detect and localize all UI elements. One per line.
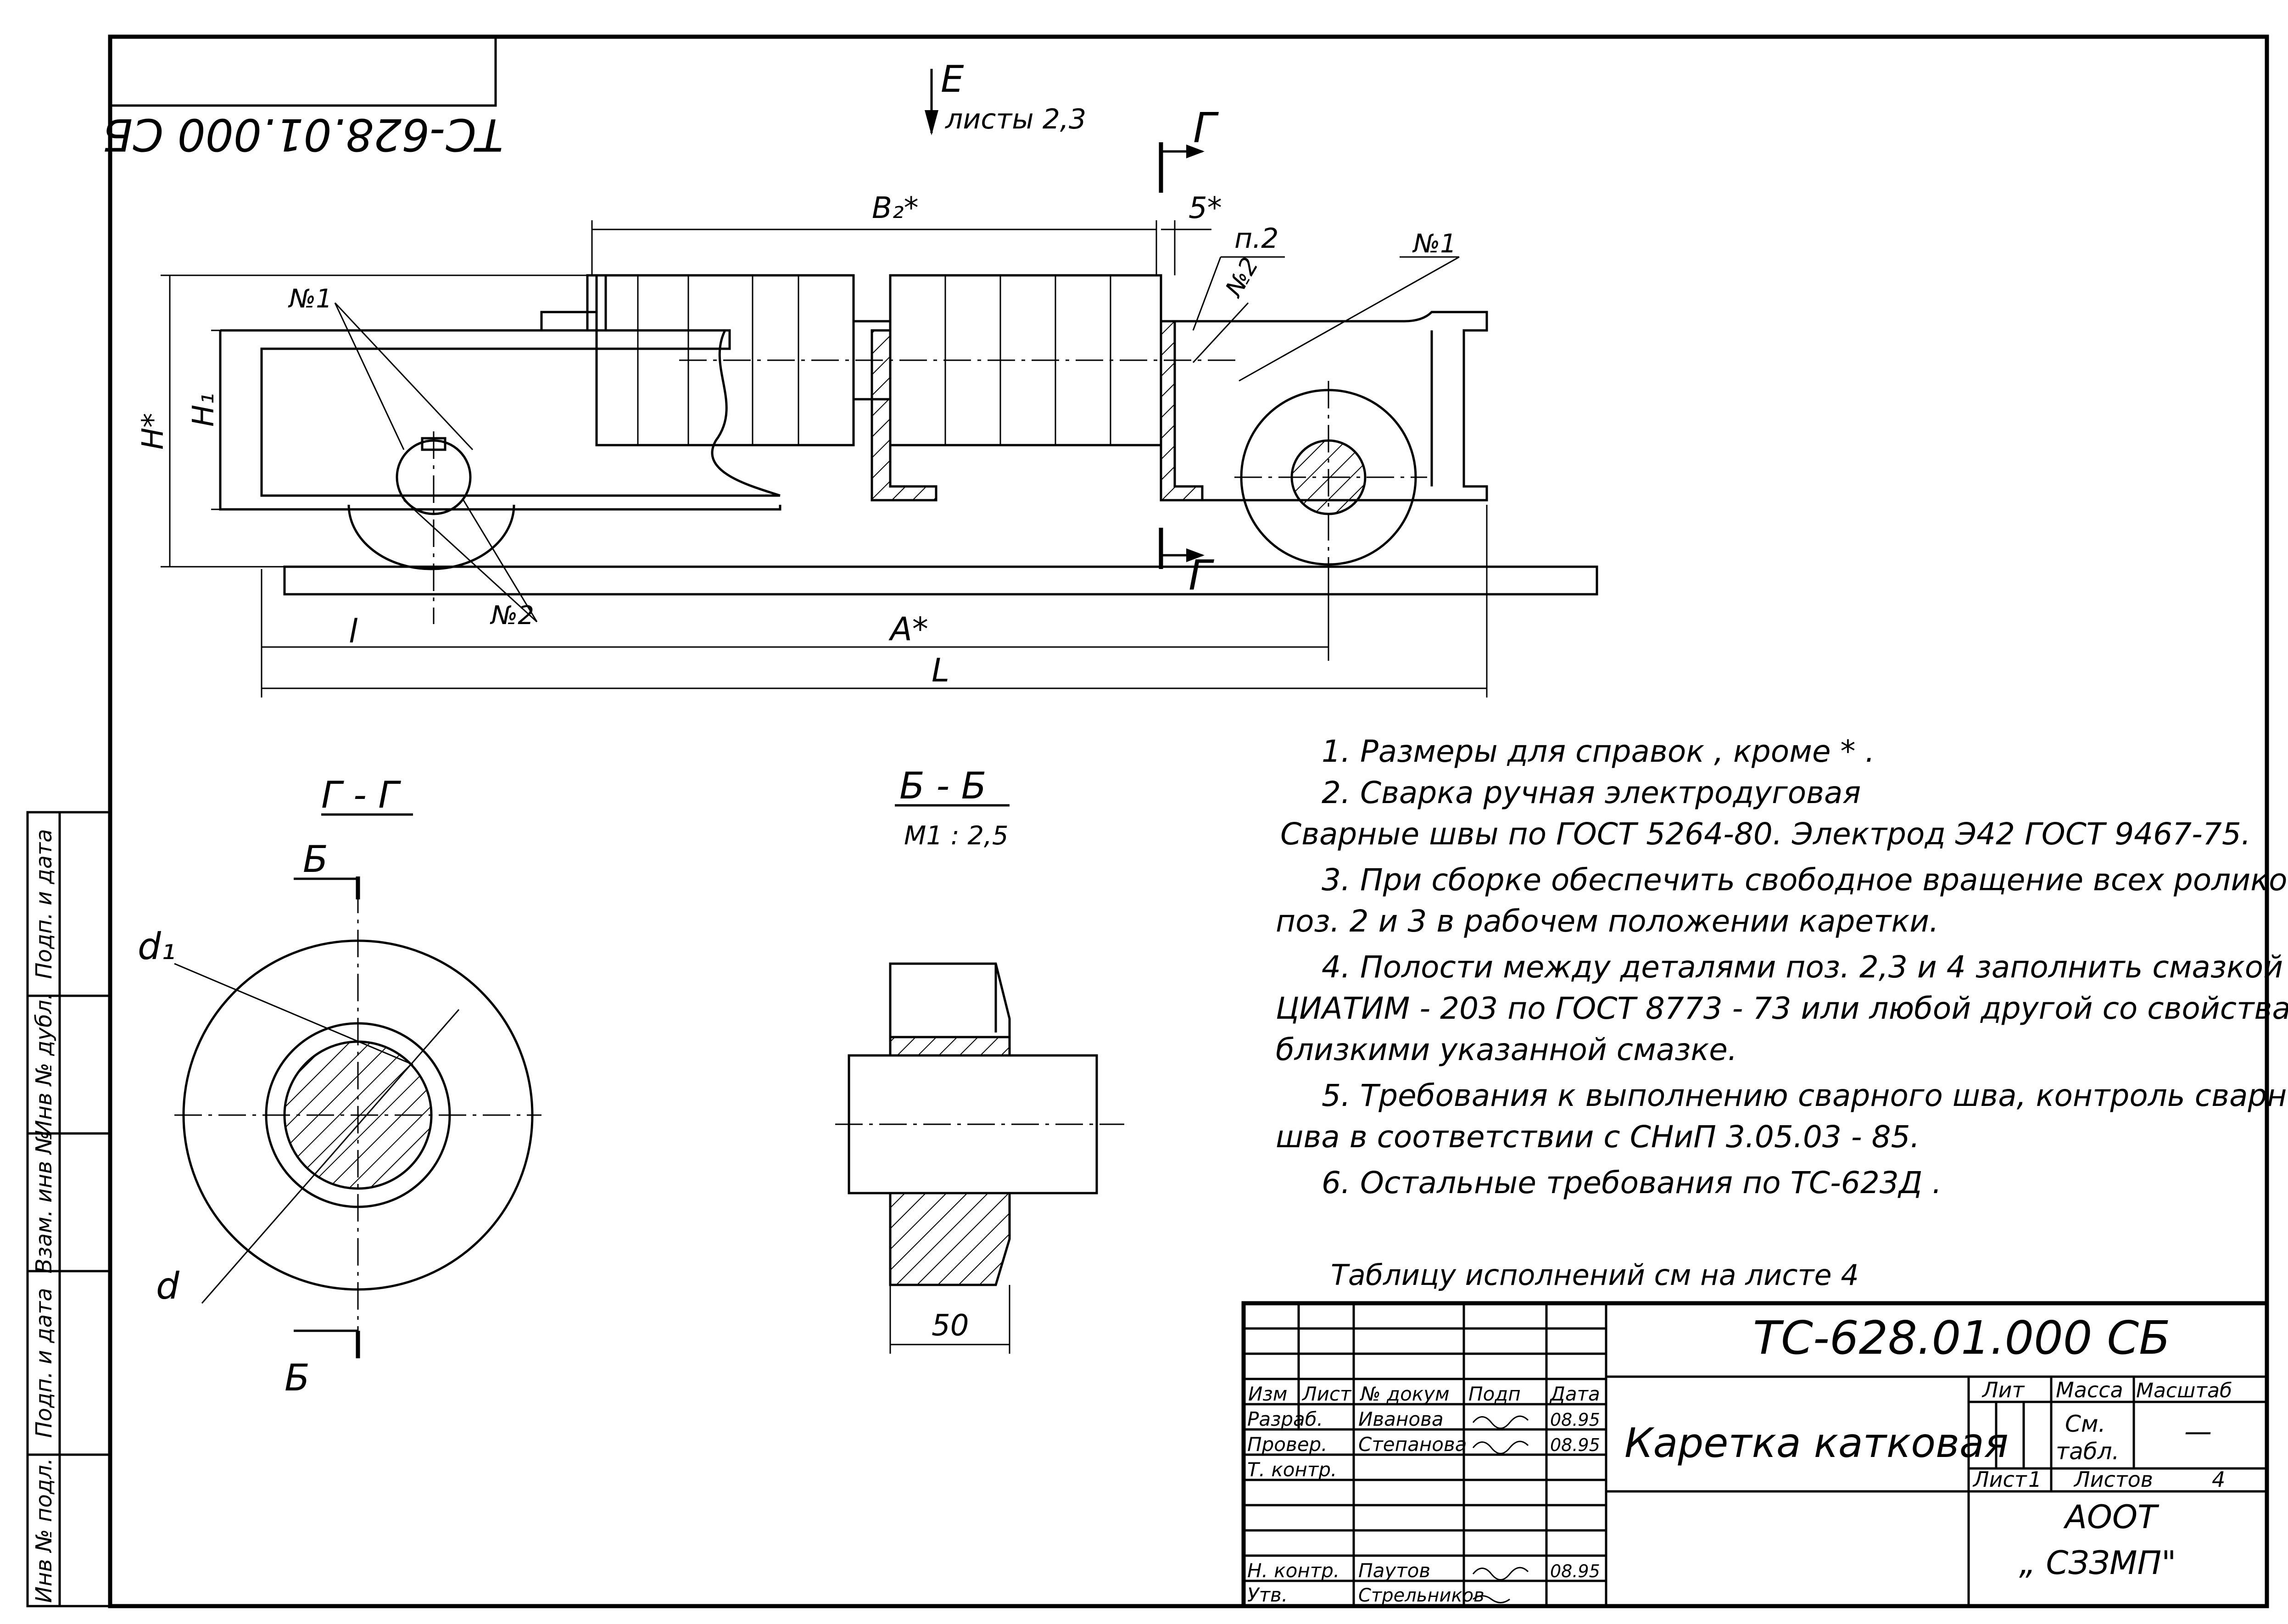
section-mark-g-bottom: Г (1159, 528, 1215, 600)
note-5b: шва в соответствии с СНиП 3.05.03 - 85. (1276, 1119, 1920, 1155)
tb-sheets-label: Листов (2073, 1467, 2153, 1492)
side-stamp-5: Инв № подл. (31, 1458, 57, 1603)
tb-mass-label: Масса (2056, 1378, 2123, 1402)
tb-role-razrab: Разраб. (1247, 1408, 1323, 1430)
main-view-dimensions (161, 220, 1488, 698)
tb-scale-label: Масштаб (2136, 1379, 2232, 1402)
note-4c: близкими указанной смазке. (1276, 1032, 1737, 1067)
tb-sheets-total: 4 (2212, 1467, 2225, 1492)
callout-n2-left: №2 (490, 601, 534, 631)
tb-col-podp: Подп (1468, 1383, 1521, 1405)
tb-role-nkontr: Н. контр. (1247, 1559, 1339, 1582)
dim-five: 5* (1189, 191, 1222, 225)
view-arrow-letter: Е (941, 58, 964, 100)
callout-n1-right: №1 (1412, 229, 1457, 259)
tb-scale-value: — (2184, 1416, 2212, 1448)
note-4b: ЦИАТИМ - 203 по ГОСТ 8773 - 73 или любой… (1276, 991, 2288, 1026)
note-2b: Сварные швы по ГОСТ 5264-80. Электрод Э4… (1280, 816, 2251, 852)
note-5: 5. Требования к выполнению сварного шва,… (1322, 1078, 2288, 1113)
tb-sheet-label: Лист (1972, 1467, 2027, 1492)
callout-p2: п.2 (1234, 223, 1278, 255)
doc-code-mirrored: ТС-628.01.000 СБ (102, 109, 503, 160)
tb-col-data: Дата (1549, 1383, 1600, 1405)
dim-fifty: 50 (932, 1309, 969, 1343)
note-1: 1. Размеры для справок , кроме * . (1322, 734, 1875, 769)
dim-b2: B₂* (872, 191, 919, 225)
tb-sheet-no: 1 (2028, 1467, 2042, 1492)
main-assembly-view: №1 №2 №1 п.2 №2 (219, 223, 1598, 631)
side-stamp-frame (26, 811, 112, 1607)
section-mark-g-top-label: Г (1193, 104, 1219, 152)
dim-d: d (156, 1265, 180, 1307)
drawing-title: Каретка катковая (1624, 1419, 2009, 1467)
view-arrow-e: Е листы 2,3 (925, 58, 1086, 135)
tb-name-nkontr: Паутов (1358, 1559, 1430, 1582)
tb-role-utv: Утв. (1247, 1584, 1288, 1606)
section-b-mark-bottom: Б (285, 1356, 310, 1399)
section-bb-scale: М1 : 2,5 (904, 821, 1008, 851)
view-arrow-sheets: листы 2,3 (945, 103, 1086, 135)
dim-l-big: L (932, 652, 949, 689)
tb-name-utv: Стрельников (1358, 1585, 1484, 1606)
note-3: 3. При сборке обеспечить свободное враще… (1322, 862, 2288, 898)
dim-d1: d₁ (138, 925, 176, 968)
organization-line-2: „ СЗЗМП" (2019, 1544, 2176, 1582)
tb-col-dokum: № докум (1360, 1383, 1450, 1405)
code-stamp-frame (109, 35, 497, 107)
tb-mass-value-1: См. (2065, 1411, 2106, 1437)
dim-h1: H₁ (187, 393, 221, 427)
tb-col-izm: Изм (1248, 1383, 1287, 1405)
tb-mass-value-2: табл. (2056, 1438, 2119, 1465)
section-gg-title: Г - Г (321, 774, 401, 816)
callout-n2-right: №2 (1220, 253, 1264, 302)
tb-role-tkontr: Т. контр. (1247, 1458, 1337, 1481)
section-view-bb: Б - Б М1 : 2,5 50 (835, 765, 1124, 1354)
dim-a: A* (888, 610, 928, 648)
doc-code: ТС-628.01.000 СБ (1753, 1311, 2171, 1365)
tb-lit-label: Лит (1981, 1378, 2025, 1402)
section-mark-g-top: Г (1159, 104, 1219, 193)
side-stamp-column: Подп. и дата Инв № дубл. Взам. инв № Под… (28, 812, 110, 1606)
tb-date-prover: 08.95 (1550, 1435, 1600, 1455)
signatures (1472, 1415, 1529, 1603)
section-b-mark-top: Б (303, 838, 328, 881)
wheel-left (347, 504, 515, 570)
section-view-gg: Г - Г Б Б d₁ d (138, 774, 541, 1399)
tb-date-razrab: 08.95 (1550, 1410, 1600, 1430)
tb-date-nkontr: 08.95 (1550, 1561, 1600, 1581)
note-6: 6. Остальные требования по ТС-623Д . (1322, 1165, 1942, 1200)
side-stamp-2: Инв № дубл. (31, 993, 57, 1136)
note-3b: поз. 2 и 3 в рабочем положении каретки. (1276, 904, 1939, 939)
dim-h: H* (136, 413, 170, 450)
organization-line-1: АООТ (2063, 1498, 2160, 1536)
note-2: 2. Сварка ручная электродуговая (1322, 775, 1861, 810)
tb-name-prover: Степанова (1358, 1433, 1467, 1456)
note-4: 4. Полости между деталями поз. 2,3 и 4 з… (1322, 949, 2283, 985)
title-block: Изм Лист № докум Подп Дата Разраб. Ивано… (1241, 1301, 2269, 1608)
callout-n1-left: №1 (288, 284, 332, 314)
table-reference: Таблицу исполнений см на листе 4 (1331, 1258, 1859, 1292)
tb-name-razrab: Иванова (1358, 1408, 1444, 1430)
section-bb-title: Б - Б (899, 765, 987, 807)
side-stamp-3: Взам. инв № (31, 1131, 57, 1274)
technical-notes: 1. Размеры для справок , кроме * . 2. Св… (1276, 734, 2288, 1292)
section-mark-g-bottom-label: Г (1189, 552, 1215, 600)
tb-col-list: Лист (1301, 1383, 1352, 1405)
side-stamp-1: Подп. и дата (31, 829, 57, 979)
dim-l-small: l (349, 613, 358, 650)
side-stamp-4: Подп. и дата (31, 1288, 57, 1438)
tb-role-prover: Провер. (1247, 1433, 1328, 1456)
